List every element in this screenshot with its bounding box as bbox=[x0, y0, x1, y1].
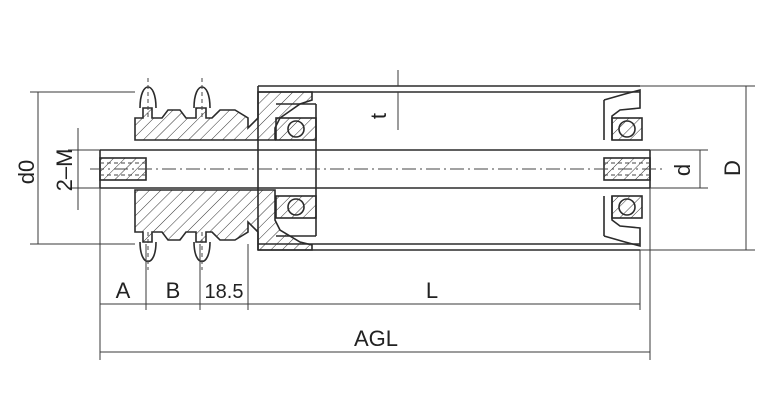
dim-thread: 2–M bbox=[52, 128, 100, 210]
shaft bbox=[99, 149, 651, 189]
label-AGL: AGL bbox=[354, 326, 398, 351]
dim-d0: d0 bbox=[14, 91, 135, 245]
label-D: D bbox=[720, 160, 745, 176]
label-L: L bbox=[426, 278, 438, 303]
dim-d: d bbox=[650, 149, 708, 189]
label-d: d bbox=[670, 164, 695, 176]
dim-D: D bbox=[640, 85, 755, 251]
right-bearing bbox=[611, 117, 643, 219]
dim-t: t bbox=[366, 70, 399, 130]
left-bearing bbox=[275, 103, 317, 237]
dim-agl: AGL bbox=[100, 326, 650, 353]
roller-tube bbox=[257, 85, 641, 251]
dim-row-1: A B 18.5 L bbox=[99, 188, 651, 360]
label-A: A bbox=[116, 278, 131, 303]
label-thread: 2–M bbox=[52, 149, 77, 192]
label-18-5: 18.5 bbox=[205, 281, 244, 303]
label-d0: d0 bbox=[14, 160, 39, 184]
sprocket-body bbox=[134, 78, 313, 270]
label-t: t bbox=[366, 113, 391, 119]
label-B: B bbox=[166, 278, 181, 303]
